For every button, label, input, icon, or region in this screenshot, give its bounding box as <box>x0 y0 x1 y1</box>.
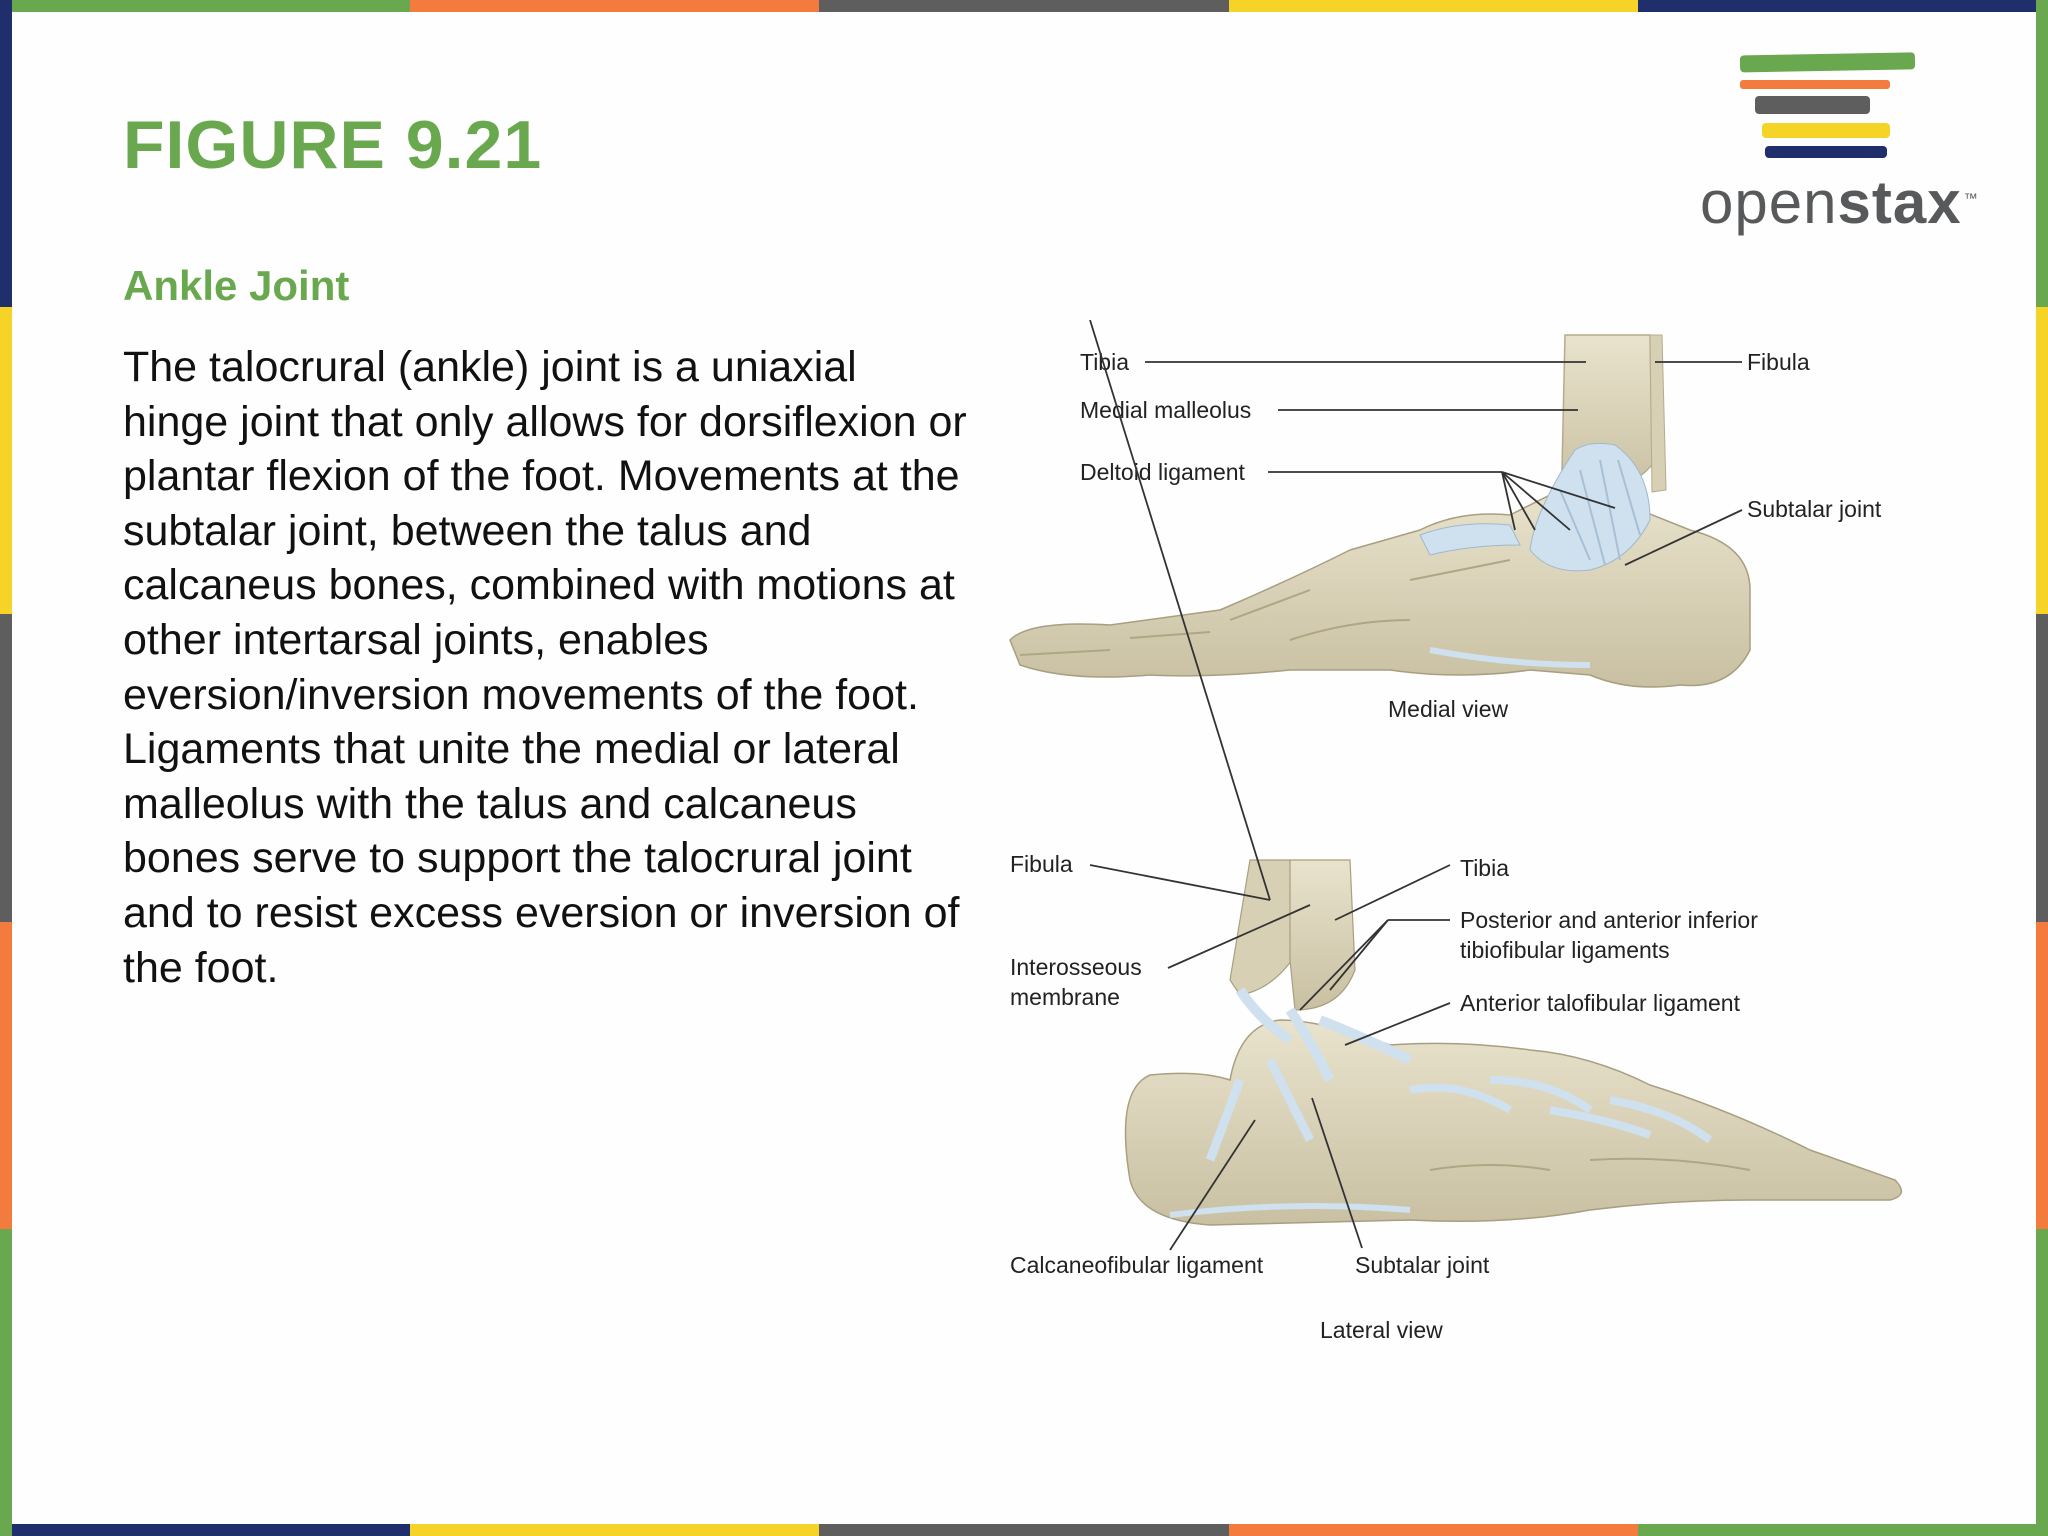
logo-text-bold: stax <box>1837 169 1962 236</box>
ankle-illustration: Tibia Medial malleolus Deltoid ligament … <box>1009 320 1903 1343</box>
medial-view-diagram: Tibia Medial malleolus Deltoid ligament … <box>1009 334 1882 722</box>
figure-description: The talocrural (ankle) joint is a uniaxi… <box>123 343 967 992</box>
lateral-label-fibula: Fibula <box>1010 851 1073 877</box>
lateral-label-interosseous-line2: membrane <box>1010 984 1120 1010</box>
logo-text-light: open <box>1700 169 1838 236</box>
openstax-logo-icon <box>1739 52 1916 158</box>
lateral-label-tibiofibular-line2: tibiofibular ligaments <box>1460 937 1670 963</box>
lateral-label-interosseous-line1: Interosseous <box>1010 954 1142 980</box>
lateral-label-anterior-talofibular: Anterior talofibular ligament <box>1460 990 1741 1016</box>
medial-label-fibula: Fibula <box>1747 349 1810 375</box>
lateral-label-tibiofibular-line1: Posterior and anterior inferior <box>1460 907 1758 933</box>
top-color-strip <box>0 0 2048 12</box>
logo-trademark: ™ <box>1963 190 1979 206</box>
lateral-view-caption: Lateral view <box>1320 1317 1443 1343</box>
right-color-strip <box>2036 0 2048 1536</box>
lateral-label-tibia: Tibia <box>1460 855 1509 881</box>
medial-label-tibia: Tibia <box>1080 349 1129 375</box>
figure-title: FIGURE 9.21 <box>123 107 543 183</box>
lateral-label-subtalar-joint: Subtalar joint <box>1355 1252 1490 1278</box>
lateral-view-diagram: Fibula Tibia Interosseous membrane Poste… <box>1010 320 1903 1343</box>
bottom-color-strip <box>0 1524 2048 1536</box>
lateral-label-calcaneofibular: Calcaneofibular ligament <box>1010 1252 1264 1278</box>
figure-subtitle: Ankle Joint <box>123 262 350 309</box>
medial-label-medial-malleolus: Medial malleolus <box>1080 397 1251 423</box>
left-color-strip <box>0 0 12 1536</box>
medial-view-caption: Medial view <box>1388 696 1509 722</box>
medial-label-subtalar-joint: Subtalar joint <box>1747 496 1882 522</box>
medial-label-deltoid-ligament: Deltoid ligament <box>1080 459 1246 485</box>
